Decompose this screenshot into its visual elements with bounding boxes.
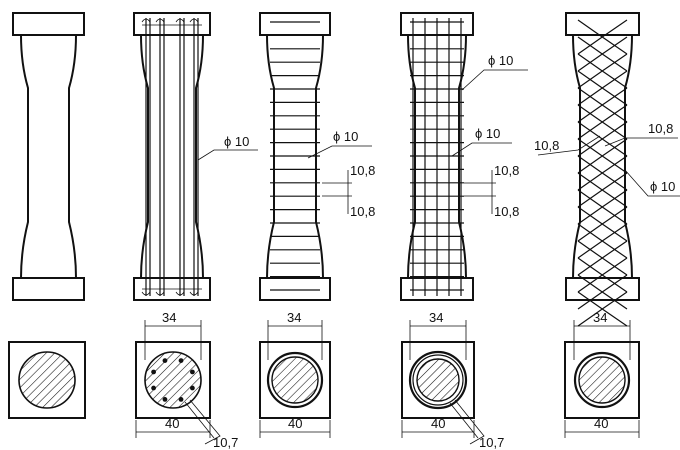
section-top-dim: 34 [593, 310, 607, 325]
elev-label-spacing-top: 10,8 [494, 163, 519, 178]
specimen-helical: 10,8 10,8 ϕ 10 [534, 12, 680, 327]
elev-label-phi: ϕ 10 [224, 134, 249, 149]
section-4: 34 40 10,7 [401, 310, 504, 450]
helix-strand [577, 36, 628, 310]
section-bottom-dim: 40 [594, 416, 608, 431]
specimen-hoops: ϕ 10 10,8 10,8 [259, 12, 375, 301]
section-2: 34 40 10,7 [135, 310, 238, 450]
rebar-dot [178, 397, 184, 402]
specimen-unreinforced [12, 12, 85, 301]
rebar-dot [162, 397, 168, 402]
helix-strand [577, 19, 628, 327]
section-bottom-dim: 40 [288, 416, 302, 431]
section-top-dim: 34 [287, 310, 301, 325]
section-3: 34 40 [259, 310, 331, 438]
section-bottom-dim: 40 [431, 416, 445, 431]
specimen-longitudinal: ϕ 10 [133, 12, 258, 301]
elev-label-right: 10,8 [648, 121, 673, 136]
section-top-dim: 34 [429, 310, 443, 325]
elev-label-phi: ϕ 10 [333, 129, 358, 144]
section-bottom-dim: 40 [165, 416, 179, 431]
section-top-dim: 34 [162, 310, 176, 325]
elev-label-left: 10,8 [534, 138, 559, 153]
rebar-dot [178, 358, 184, 363]
elev-label-phi-long: ϕ 10 [488, 53, 513, 68]
section-1 [8, 341, 86, 419]
elev-label-spacing-bottom: 10,8 [350, 204, 375, 219]
elev-label-phi: ϕ 10 [650, 179, 675, 194]
section-5: 34 40 [564, 310, 640, 438]
section-leader: 10,7 [213, 435, 238, 450]
elev-label-phi-hoop: ϕ 10 [475, 126, 500, 141]
section-leader: 10,7 [479, 435, 504, 450]
elev-label-spacing-top: 10,8 [350, 163, 375, 178]
specimen-longitudinal-and-hoops: ϕ 10 ϕ 10 10,8 10,8 [400, 12, 528, 301]
rebar-dot [162, 358, 168, 363]
rebar-dot [151, 369, 156, 375]
elev-label-spacing-bottom: 10,8 [494, 204, 519, 219]
rebar-dot [151, 385, 156, 391]
rebar-dot [190, 385, 195, 391]
rebar-dot [190, 369, 195, 375]
